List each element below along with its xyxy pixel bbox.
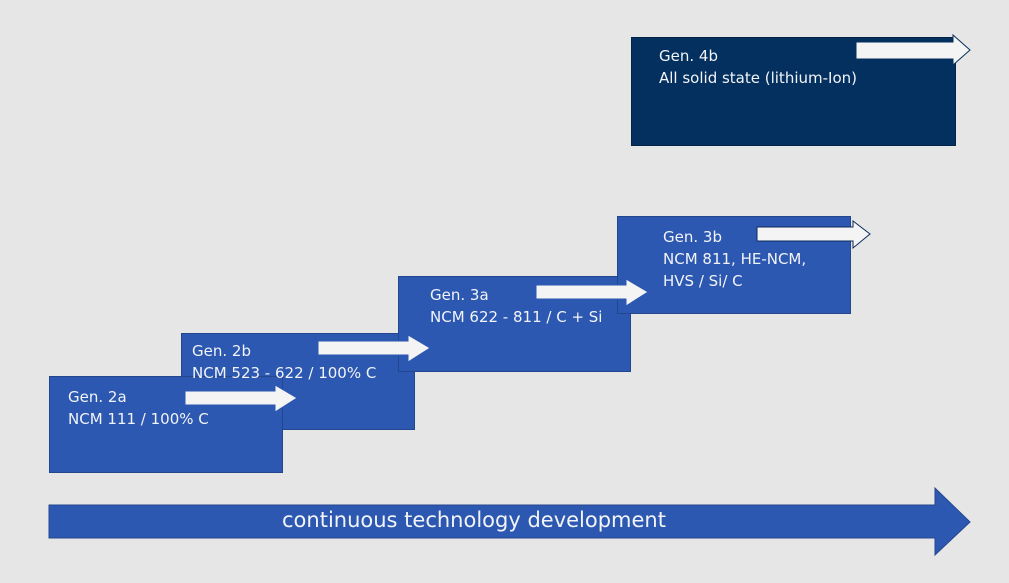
gen-3b-text: Gen. 3b NCM 811, HE-NCM, HVS / Si/ C	[663, 226, 806, 292]
timeline-label: continuous technology development	[282, 508, 666, 532]
gen-3a-title: Gen. 3a	[430, 286, 489, 304]
gen-4b-desc: All solid state (lithium-Ion)	[659, 69, 857, 87]
gen-3a-arrow-icon	[535, 278, 649, 307]
gen-2b-arrow-icon	[317, 334, 431, 363]
gen-3b-desc-2: HVS / Si/ C	[663, 272, 743, 290]
gen-2b-text: Gen. 2b NCM 523 - 622 / 100% C	[192, 340, 376, 384]
gen-2a-title: Gen. 2a	[68, 388, 127, 406]
timeline-arrow-icon	[48, 486, 971, 557]
gen-2b-desc: NCM 523 - 622 / 100% C	[192, 364, 377, 382]
gen-2b-title: Gen. 2b	[192, 342, 251, 360]
gen-3a-desc: NCM 622 - 811 / C + Si	[430, 308, 603, 326]
gen-2a-arrow-icon	[184, 384, 298, 413]
gen-4b-arrow-icon	[855, 33, 971, 67]
gen-3b-arrow-icon	[756, 219, 871, 250]
gen-4b-title: Gen. 4b	[659, 47, 718, 65]
gen-3b-title: Gen. 3b	[663, 228, 722, 246]
gen-3b-desc-1: NCM 811, HE-NCM,	[663, 250, 807, 268]
gen-2a-desc: NCM 111 / 100% C	[68, 410, 209, 428]
gen-3a-text: Gen. 3a NCM 622 - 811 / C + Si	[430, 284, 602, 328]
gen-4b-text: Gen. 4b All solid state (lithium-Ion)	[659, 45, 857, 89]
gen-2a-text: Gen. 2a NCM 111 / 100% C	[68, 386, 209, 430]
